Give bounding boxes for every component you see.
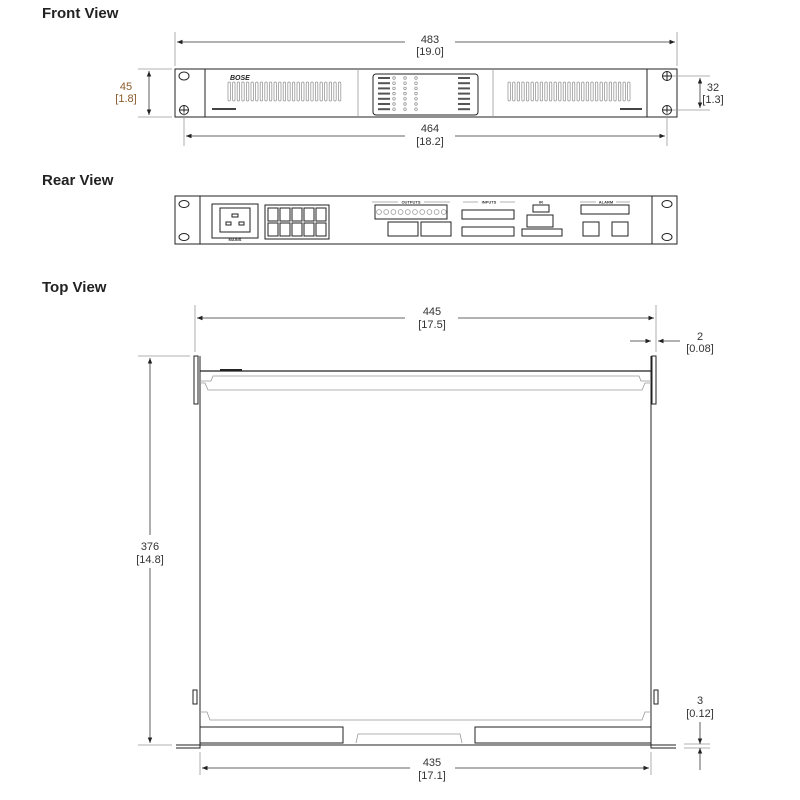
- breaker: [315, 207, 327, 222]
- rear-view-title: Rear View: [42, 172, 114, 189]
- front-height-dimension: 45 [1.8]: [115, 68, 172, 118]
- mains-label: MAINS: [229, 237, 242, 242]
- front-height-mm: 45: [120, 81, 132, 93]
- ear-thickness-mm: 2: [697, 331, 703, 343]
- front-hole-spacing-v: 32 [1.3]: [672, 75, 724, 111]
- alarm-block: ALARM: [580, 199, 630, 237]
- mains-inlet: MAINS: [211, 203, 259, 242]
- breaker: [279, 222, 291, 237]
- vent-grille-left: [227, 81, 342, 102]
- breaker: [267, 207, 279, 222]
- model-label: [212, 108, 236, 110]
- hole-spacing-h-in: [18.2]: [416, 136, 444, 148]
- front-panel: BOSE: [174, 68, 678, 118]
- ear-thickness-in: [0.08]: [686, 343, 714, 355]
- front-view-title: Front View: [42, 5, 119, 22]
- breaker: [291, 222, 303, 237]
- front-hole-spacing-h: 464 [18.2]: [183, 112, 668, 148]
- model-number: [620, 108, 642, 110]
- ethernet-port: [611, 221, 629, 237]
- top-view-title: Top View: [42, 279, 107, 296]
- ir-block: IR: [521, 200, 563, 237]
- breaker: [303, 207, 315, 222]
- flange-dimension: 3 [0.12]: [684, 695, 714, 770]
- top-depth-dimension: 376 [14.8]: [136, 355, 190, 746]
- flange-in: [0.12]: [686, 708, 714, 720]
- mounting-slot: [178, 71, 190, 81]
- hole-spacing-h-mm: 464: [421, 123, 439, 135]
- outputs-block: OUTPUTS: [372, 199, 452, 237]
- breaker: [291, 207, 303, 222]
- depth-in: [14.8]: [136, 554, 164, 566]
- inner-width-dimension: 435 [17.1]: [199, 752, 652, 782]
- status-display: [372, 73, 479, 116]
- depth-mm: 376: [141, 541, 159, 553]
- rear-panel: MAINS OUTPUTS INPUTS IR: [174, 195, 678, 245]
- breaker: [267, 222, 279, 237]
- outputs-label: OUTPUTS: [401, 200, 420, 205]
- front-width-dimension: 483 [19.0]: [174, 32, 678, 66]
- front-width-mm: 483: [421, 34, 439, 46]
- led-indicators: [378, 76, 470, 111]
- breaker: [315, 222, 327, 237]
- ir-label: IR: [539, 200, 543, 205]
- inputs-label: INPUTS: [482, 200, 497, 205]
- hole-spacing-v-in: [1.3]: [702, 94, 723, 106]
- inner-width-mm: 435: [423, 757, 441, 769]
- alarm-label: ALARM: [599, 200, 614, 205]
- hole-spacing-v-mm: 32: [707, 82, 719, 94]
- flange-mm: 3: [697, 695, 703, 707]
- top-width-dimension: 445 [17.5]: [194, 305, 657, 352]
- front-height-in: [1.8]: [115, 93, 136, 105]
- ethernet-port: [582, 221, 600, 237]
- top-width-mm: 445: [423, 306, 441, 318]
- bose-logo: BOSE: [230, 75, 250, 82]
- inner-width-in: [17.1]: [418, 770, 446, 782]
- breaker: [303, 222, 315, 237]
- inputs-block: INPUTS: [461, 199, 515, 237]
- top-width-in: [17.5]: [418, 319, 446, 331]
- chassis-top: [176, 355, 676, 749]
- breaker: [279, 207, 291, 222]
- breaker-panel: [264, 204, 330, 240]
- screw-icon: [662, 71, 672, 81]
- front-width-in: [19.0]: [416, 46, 444, 58]
- vent-grille-right: [507, 81, 631, 102]
- ear-thickness-dimension: 2 [0.08]: [630, 331, 714, 355]
